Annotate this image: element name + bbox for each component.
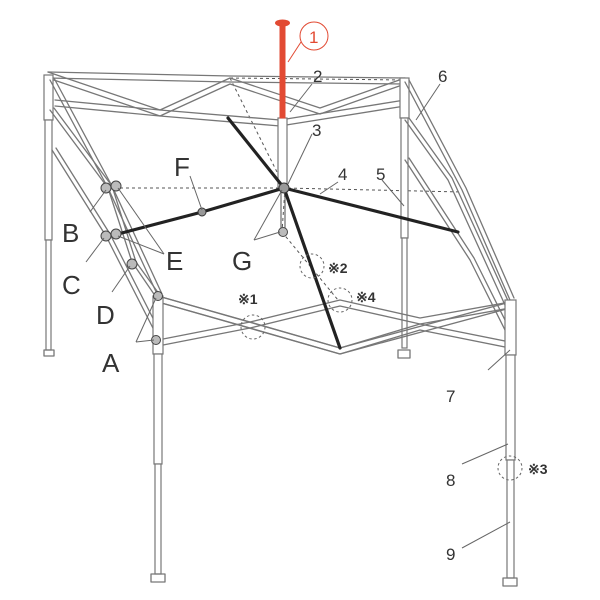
- joint-b-1: [100, 182, 112, 194]
- front-scissor-frame: [157, 295, 511, 355]
- label-1: 1: [309, 28, 318, 47]
- label-A: A: [102, 348, 120, 378]
- label-7: 7: [446, 387, 455, 406]
- callout-circles: [240, 253, 523, 481]
- note-2: ※2: [328, 260, 348, 276]
- leader-lines: [85, 21, 511, 549]
- label-6: 6: [438, 67, 447, 86]
- note-labels: ※1 ※2 ※3 ※4: [238, 260, 548, 477]
- right-side-scissor: [404, 79, 515, 341]
- label-C: C: [62, 270, 81, 300]
- label-5: 5: [376, 165, 385, 184]
- label-9: 9: [446, 545, 455, 564]
- label-2: 2: [313, 67, 322, 86]
- label-G: G: [232, 246, 252, 276]
- center-pole: [277, 117, 288, 233]
- back-right-leg: [397, 77, 411, 359]
- letter-labels: A B C D E F G: [62, 152, 252, 378]
- callout-2-circle: [299, 253, 325, 279]
- label-F: F: [174, 152, 190, 182]
- joint-c-2: [110, 228, 122, 240]
- label-3: 3: [312, 121, 321, 140]
- callout-4-circle: [327, 287, 353, 313]
- label-D: D: [96, 300, 115, 330]
- callout-1-circle: [240, 314, 266, 340]
- label-E: E: [166, 246, 183, 276]
- note-3: ※3: [528, 461, 548, 477]
- label-8: 8: [446, 471, 455, 490]
- highlighted-pole-part-1: [275, 19, 290, 119]
- note-4: ※4: [356, 289, 376, 305]
- joint-f: [197, 207, 207, 217]
- roof-scissor-frame: [47, 71, 406, 127]
- joint-center: [278, 182, 290, 194]
- label-B: B: [62, 218, 79, 248]
- front-right-leg: [502, 299, 518, 587]
- callout-3-circle: [497, 455, 523, 481]
- joint-a-1: [153, 291, 163, 301]
- note-1: ※1: [238, 291, 258, 307]
- back-left-leg: [43, 74, 55, 357]
- number-labels: 1 2 3 4 5 6 7 8 9: [309, 28, 455, 564]
- label-4: 4: [338, 165, 347, 184]
